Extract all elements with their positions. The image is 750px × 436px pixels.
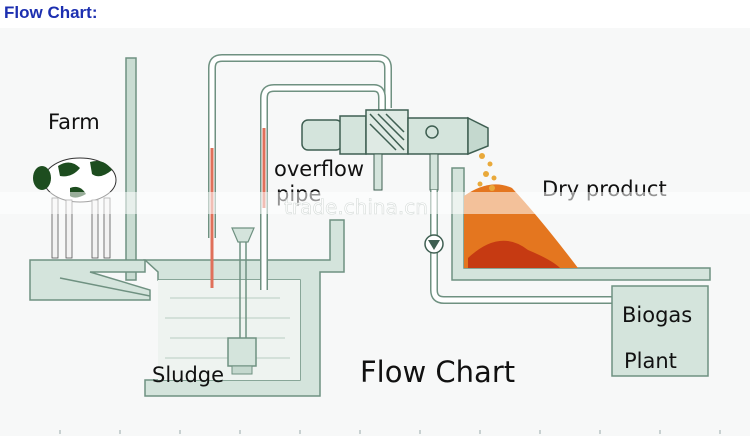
diagram-caption: Flow Chart <box>360 355 515 389</box>
submersible-pump <box>227 337 257 367</box>
overflow-label: overflow <box>274 157 364 181</box>
biogas-label-line1: Biogas <box>622 303 692 327</box>
sludge-label: Sludge <box>152 363 224 387</box>
ruler-ticks <box>59 430 721 434</box>
flow-chart-diagram: Farm overflow pipe Dry product Biogas Pl… <box>0 54 750 434</box>
farm-wall-post <box>125 57 137 281</box>
flow-chart-figure: Farm overflow pipe Dry product Biogas Pl… <box>0 28 750 436</box>
screw-press-separator <box>301 109 489 191</box>
biogas-label-line2: Plant <box>624 349 677 373</box>
watermark-band <box>0 192 750 214</box>
falling-particles <box>477 153 497 191</box>
feed-pipe <box>239 238 247 338</box>
drain-channel <box>59 277 151 297</box>
page-title: Flow Chart: <box>4 3 98 22</box>
watermark: trade.china.cn <box>284 195 428 219</box>
farm-label: Farm <box>48 110 100 134</box>
cow-illustration <box>33 157 117 259</box>
biogas-tank <box>611 285 709 377</box>
dry-product-bay <box>451 167 711 281</box>
